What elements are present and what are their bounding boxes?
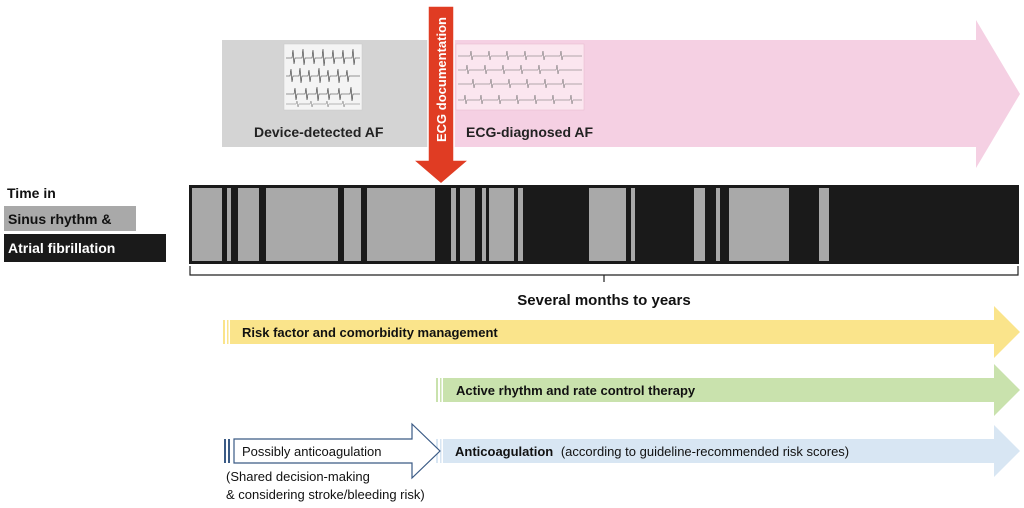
ecg-diagnosed-label: ECG-diagnosed AF (466, 124, 593, 140)
legend-atrial-fibrillation: Atrial fibrillation (8, 240, 115, 256)
legend: Time in Sinus rhythm & Atrial fibrillati… (4, 185, 166, 262)
risk-factor-arrow: Risk factor and comorbidity management (223, 306, 1020, 358)
rhythm-control-arrow: Active rhythm and rate control therapy (436, 364, 1020, 416)
legend-sinus-rhythm: Sinus rhythm & (8, 211, 111, 227)
sinus-segment (518, 188, 523, 261)
rhythm-timeline (189, 185, 1019, 264)
sinus-segment (489, 188, 514, 261)
risk-factor-label: Risk factor and comorbidity management (242, 325, 498, 340)
sinus-segment (227, 188, 231, 261)
ecg-diagnosed-band (440, 20, 1020, 168)
sinus-segment (819, 188, 829, 261)
anticoagulation-arrow: Anticoagulation (according to guideline-… (436, 425, 1020, 477)
ecg-12-lead-image (455, 43, 585, 111)
timeline-sinus-segments (192, 188, 829, 261)
duration-bracket (189, 266, 1019, 282)
sinus-segment (694, 188, 705, 261)
sinus-segment (460, 188, 475, 261)
anticoagulation-bold: Anticoagulation (455, 444, 553, 459)
ecg-documentation-arrow: ECG documentation (410, 5, 472, 185)
sinus-segment (367, 188, 435, 261)
legend-sinus-rhythm-swatch (4, 206, 136, 231)
legend-af-swatch (4, 234, 166, 262)
ecg-documentation-label: ECG documentation (434, 17, 449, 142)
shared-decision-note-line2: & considering stroke/bleeding risk) (226, 487, 425, 502)
anticoagulation-label: Anticoagulation (according to guideline-… (455, 444, 849, 459)
sinus-segment (238, 188, 259, 261)
possibly-anticoagulation-label: Possibly anticoagulation (242, 444, 381, 459)
sinus-segment (192, 188, 222, 261)
sinus-segment (266, 188, 338, 261)
sinus-segment (482, 188, 486, 261)
rhythm-control-label: Active rhythm and rate control therapy (456, 383, 696, 398)
sinus-segment (451, 188, 456, 261)
anticoagulation-criteria: (according to guideline-recommended risk… (561, 444, 849, 459)
sinus-segment (344, 188, 361, 261)
sinus-segment (729, 188, 789, 261)
sinus-segment (589, 188, 626, 261)
duration-label: Several months to years (517, 292, 690, 309)
sinus-segment (716, 188, 720, 261)
device-ecg-strip-image (283, 43, 363, 111)
device-detected-label: Device-detected AF (254, 124, 384, 140)
possibly-anticoagulation-arrow: Possibly anticoagulation (224, 422, 441, 480)
legend-time-in: Time in (7, 185, 56, 201)
diagnosis-band: Device-detected AF ECG-diagnosed AF (222, 20, 1020, 168)
sinus-segment (631, 188, 635, 261)
shared-decision-note-line1: (Shared decision-making (226, 469, 370, 484)
